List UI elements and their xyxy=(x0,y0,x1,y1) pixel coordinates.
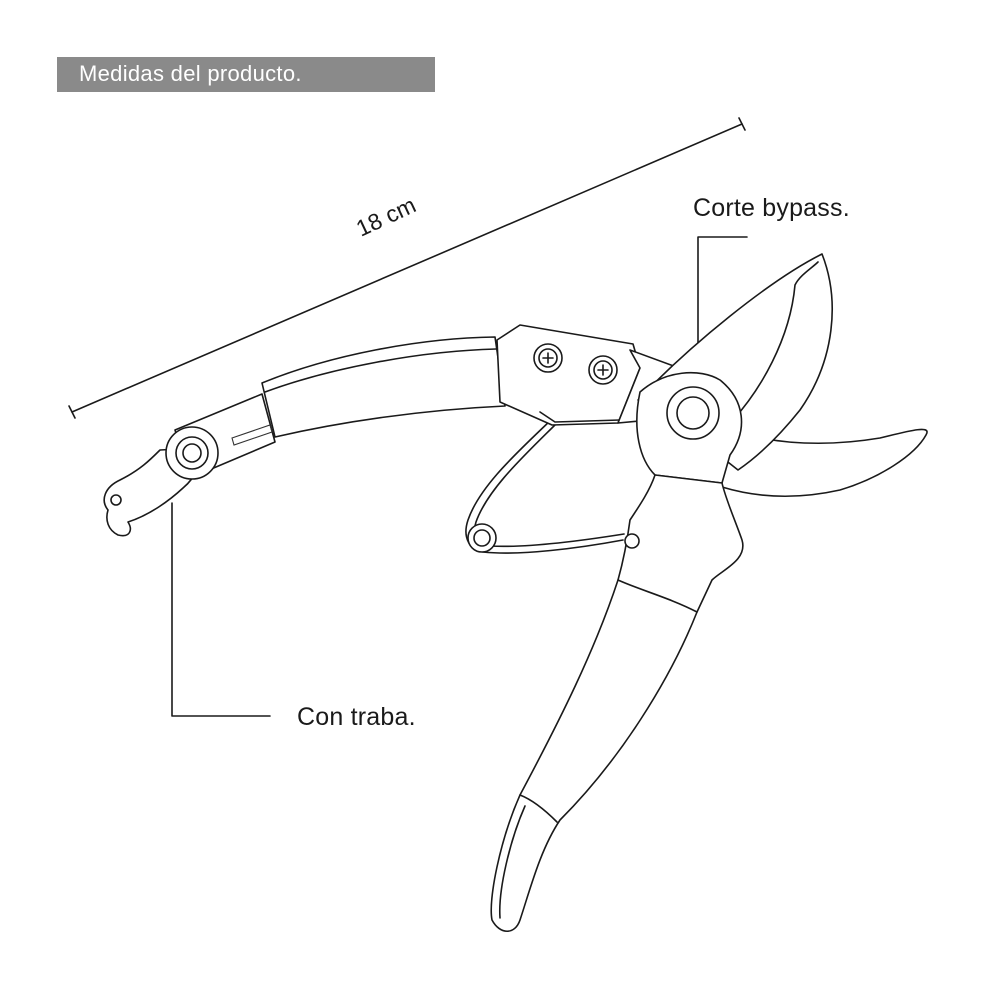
dimension-line xyxy=(68,117,746,419)
section-header-bar: Medidas del producto. xyxy=(57,57,435,92)
spring xyxy=(465,417,625,554)
lock-lever xyxy=(103,393,276,537)
screw-icon xyxy=(588,355,618,385)
bypass-leader-line xyxy=(697,236,748,367)
lower-handle xyxy=(490,474,744,933)
upper-handle-grip xyxy=(261,336,506,438)
lock-callout-label: Con traba. xyxy=(297,703,416,731)
section-title: Medidas del producto. xyxy=(79,61,302,86)
bypass-callout-label: Corte bypass. xyxy=(693,194,850,222)
lock-leader-line xyxy=(171,502,271,717)
upper-metal-plate xyxy=(496,324,641,426)
screw-icon xyxy=(533,343,563,373)
